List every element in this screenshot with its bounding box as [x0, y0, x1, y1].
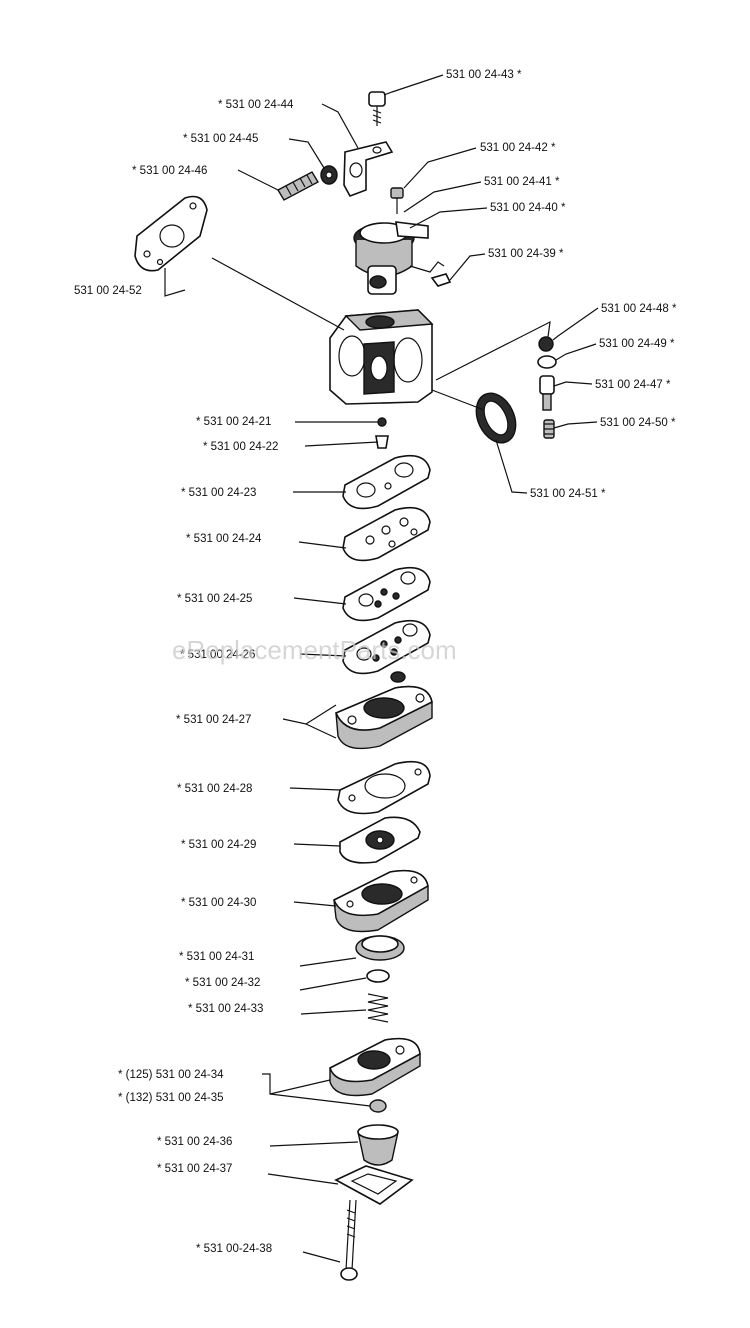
label-part-33: * 531 00 24-33	[188, 1003, 263, 1015]
part-33-spring	[367, 993, 389, 1023]
part-36-primer-bulb	[357, 1124, 399, 1166]
part-49-oring	[537, 355, 557, 369]
part-34-housing	[329, 1037, 421, 1097]
label-part-24: * 531 00 24-24	[186, 533, 262, 545]
part-25-plate	[342, 566, 431, 622]
part-46-screw	[277, 171, 319, 201]
part-22-valve	[375, 435, 389, 449]
label-part-23: * 531 00 24-23	[181, 487, 256, 499]
label-part-40: 531 00 24-40 *	[490, 202, 566, 214]
part-50-spring	[543, 419, 555, 439]
label-part-21: * 531 00 24-21	[196, 416, 271, 428]
label-part-43: 531 00 24-43 *	[446, 69, 522, 81]
label-part-25: * 531 00 24-25	[177, 593, 252, 605]
carburetor-body	[329, 309, 434, 405]
label-part-42: 531 00 24-42 *	[480, 142, 556, 154]
part-32-disc	[366, 969, 390, 983]
part-31-cap	[355, 935, 405, 961]
watermark: eReplacementParts.com	[172, 635, 457, 665]
part-39-clip	[430, 273, 452, 287]
part-27-pump-body	[334, 671, 433, 750]
label-part-38: * 531 00-24-38	[196, 1243, 272, 1255]
part-45-washer	[320, 165, 338, 185]
label-part-30: * 531 00 24-30	[181, 897, 256, 909]
label-part-36: * 531 00 24-36	[157, 1136, 232, 1148]
label-part-52: 531 00 24-52	[74, 285, 142, 297]
label-part-31: * 531 00 24-31	[179, 951, 254, 963]
label-part-29: * 531 00 24-29	[181, 839, 256, 851]
part-number-labels: 531 00 24-43 * * 531 00 24-44 * 531 00 2…	[74, 69, 677, 1255]
label-part-41: 531 00 24-41 *	[484, 176, 560, 188]
part-44-bracket	[343, 141, 394, 197]
part-40-41-throttle-assembly	[353, 221, 445, 295]
label-part-49: 531 00 24-49 *	[599, 338, 675, 350]
part-47-needle	[539, 375, 555, 411]
label-part-50: 531 00 24-50 *	[600, 417, 676, 429]
label-part-46: * 531 00 24-46	[132, 165, 207, 177]
part-21-ball	[377, 417, 387, 427]
label-part-39: 531 00 24-39 *	[488, 248, 564, 260]
label-part-34: * (125) 531 00 24-34	[118, 1069, 224, 1081]
label-part-27: * 531 00 24-27	[176, 714, 251, 726]
part-30-cover	[332, 869, 429, 933]
part-42-pin	[390, 187, 404, 214]
label-part-51: 531 00 24-51 *	[530, 488, 606, 500]
label-part-28: * 531 00 24-28	[177, 783, 252, 795]
part-35-washer	[369, 1099, 387, 1113]
label-part-26: * 531 00 24-26	[180, 649, 255, 661]
label-part-37: * 531 00 24-37	[157, 1163, 232, 1175]
part-38-screw	[340, 1199, 358, 1281]
part-29-diaphragm	[339, 816, 421, 864]
part-28-gasket	[337, 760, 431, 815]
leader-lines	[164, 74, 599, 1263]
part-26-plate	[342, 619, 431, 675]
part-51-ring	[475, 392, 517, 444]
label-part-22: * 531 00 24-22	[203, 441, 278, 453]
label-part-45: * 531 00 24-45	[183, 133, 258, 145]
label-part-44: * 531 00 24-44	[218, 99, 294, 111]
label-part-32: * 531 00 24-32	[185, 977, 260, 989]
label-part-47: 531 00 24-47 *	[595, 379, 671, 391]
part-48-ball	[538, 336, 554, 352]
part-52-gasket	[134, 195, 208, 272]
part-24-plate	[342, 506, 431, 562]
label-part-35: * (132) 531 00 24-35	[118, 1092, 224, 1104]
part-43-screw	[368, 91, 386, 126]
part-23-gasket	[342, 454, 431, 510]
label-part-48: 531 00 24-48 *	[601, 303, 677, 315]
part-37-gasket	[334, 1165, 414, 1205]
